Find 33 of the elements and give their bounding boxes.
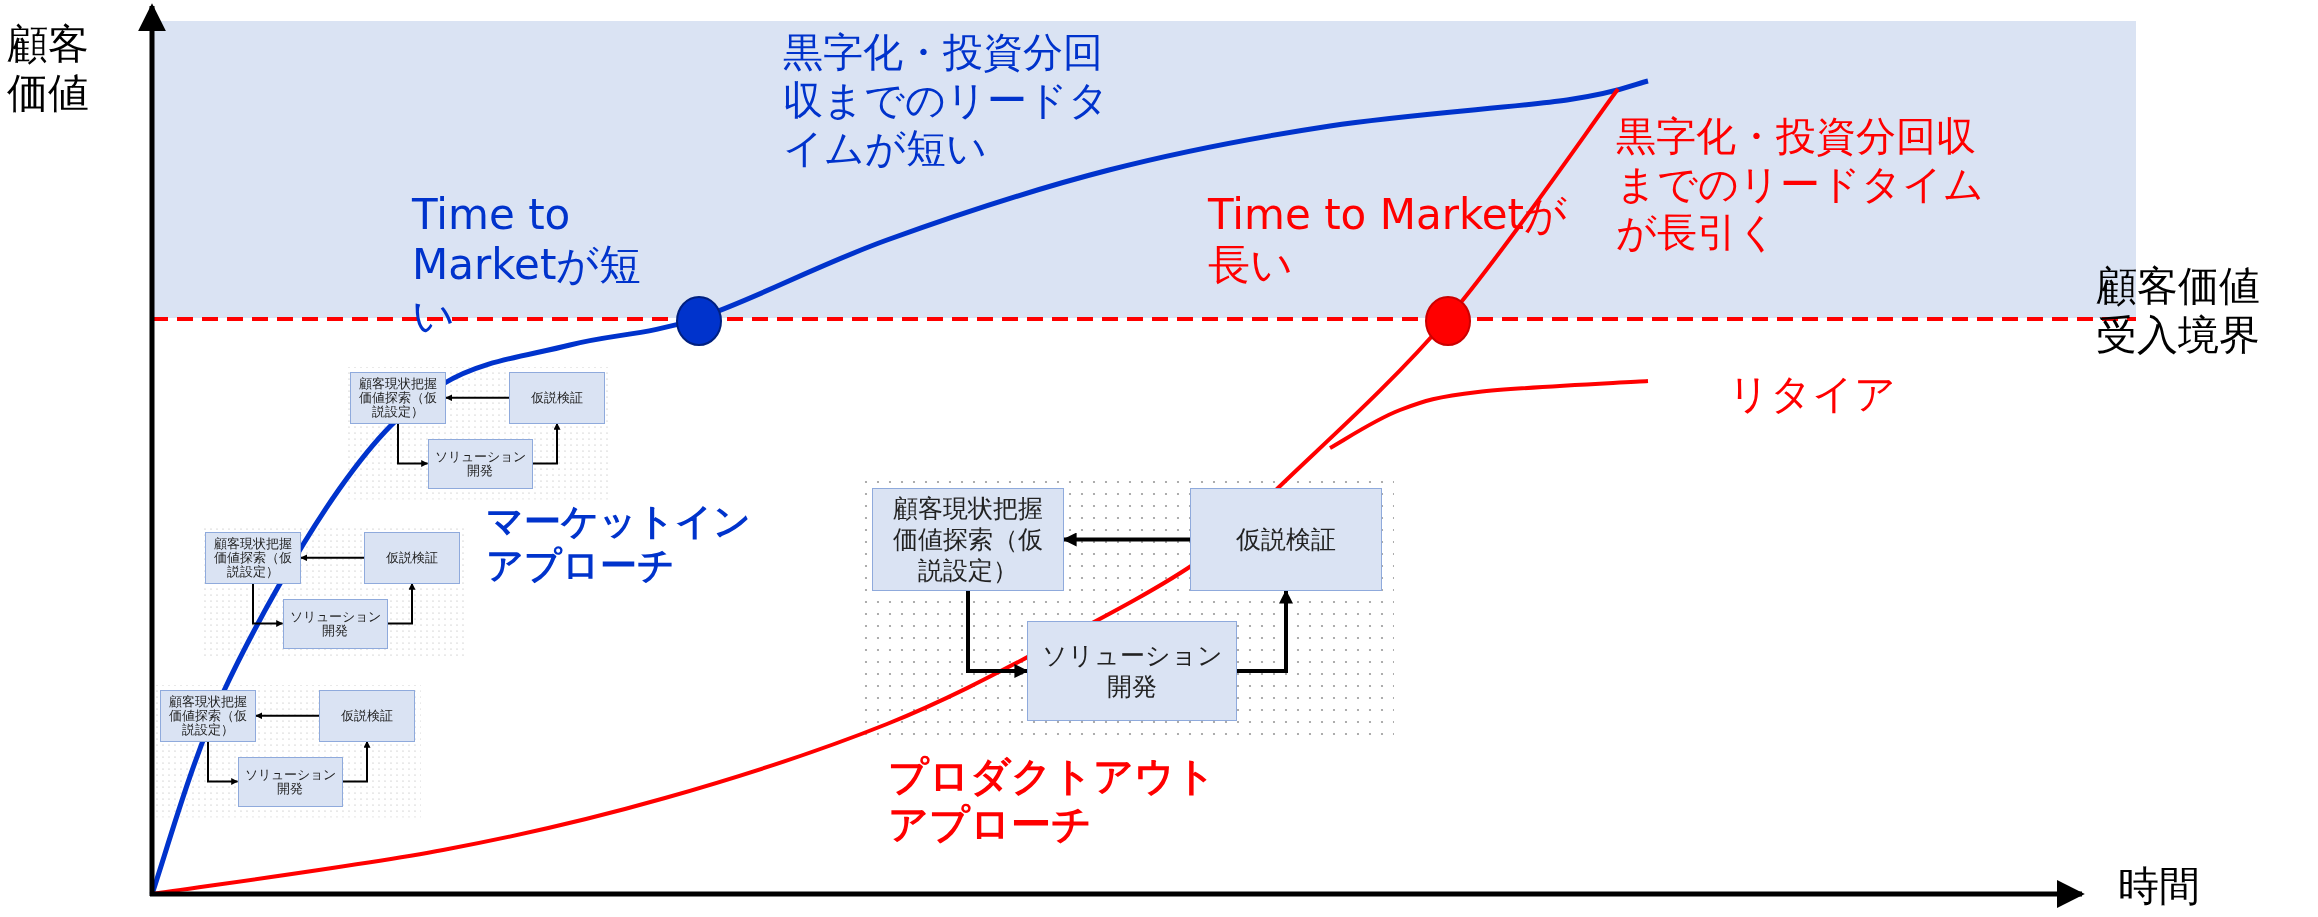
arrow — [966, 591, 1029, 678]
process-box: 顧客現状把握価値探索（仮説設定） — [160, 690, 256, 742]
arrow — [386, 582, 416, 625]
process-box: 仮説検証 — [364, 532, 460, 584]
process-box: ソリューション開発 — [427, 438, 533, 489]
arrow — [1237, 589, 1293, 673]
process-box: 仮説検証 — [319, 690, 415, 742]
arrow — [531, 422, 561, 465]
arrow — [397, 422, 429, 467]
annotation-text: 黒字化・投資分回収までのリードタイムが短い — [783, 28, 1110, 172]
process-box: 仮説検証 — [1190, 488, 1382, 591]
process-box: 仮説検証 — [509, 372, 605, 424]
approach-title: プロダクトアウトアプローチ — [888, 752, 1217, 848]
arrow — [341, 740, 371, 783]
axis-label: 時間 — [2118, 862, 2201, 912]
approach-title: マーケットインアプローチ — [486, 500, 752, 589]
arrow — [252, 582, 284, 627]
process-box: ソリューション開発 — [282, 598, 388, 649]
axis-label: 顧客価値 — [7, 20, 90, 119]
annotation-text: 黒字化・投資分回収までのリードタイムが長引く — [1616, 112, 1985, 256]
arrow — [445, 394, 510, 402]
process-box: 顧客現状把握価値探索（仮説設定） — [872, 488, 1064, 591]
arrow — [1062, 532, 1190, 547]
arrow — [207, 740, 239, 785]
boundary-label: 顧客価値受入境界 — [2096, 262, 2261, 361]
process-box: ソリューション開発 — [1027, 621, 1237, 721]
annotation-text: リタイア — [1728, 370, 1897, 420]
process-box: ソリューション開発 — [237, 756, 343, 807]
arrow — [255, 712, 320, 720]
process-box: 顧客現状把握価値探索（仮説設定） — [205, 532, 301, 584]
arrow — [300, 554, 365, 562]
annotation-text: Time to Marketが短い — [412, 190, 643, 342]
process-box: 顧客現状把握価値探索（仮説設定） — [350, 372, 446, 424]
